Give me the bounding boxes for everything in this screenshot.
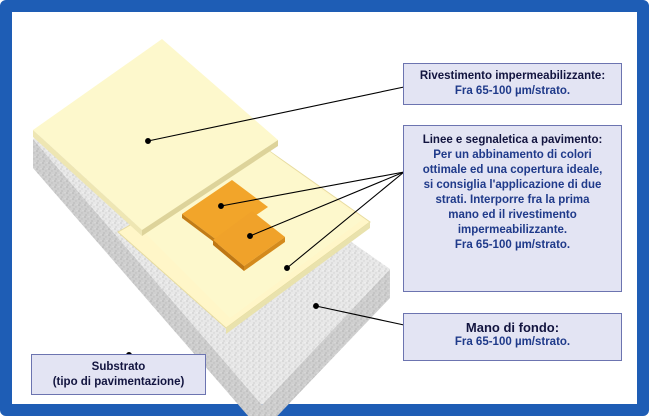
coating-layer-top-edge-right	[142, 140, 278, 236]
callout-markings-line: mano ed il rivestimento	[448, 209, 577, 221]
callout-markings-line: ottimale ed una copertura ideale,	[422, 164, 603, 176]
callout-primer-body: Fra 65-100 µm/strato.	[454, 336, 571, 348]
substrate-slab-side-left	[33, 139, 262, 416]
leader-dot-primer	[313, 303, 319, 309]
marking-tile-top-face-1	[182, 180, 268, 241]
callout-substrate-line: Substrato	[91, 361, 146, 373]
marking-tile-side-2	[213, 240, 244, 271]
marking-tile-side-1	[182, 214, 218, 245]
callout-coating: Rivestimento impermeabilizzante: Fra 65-…	[403, 63, 622, 105]
callout-markings-line: strati. Interporre fra la prima	[435, 194, 590, 206]
callout-markings-title: Linee e segnaletica a pavimento:	[422, 134, 603, 146]
coating-layer-edge	[226, 222, 370, 334]
callout-primer: Mano di fondo: Fra 65-100 µm/strato.	[403, 313, 622, 361]
callout-substrate-line: (tipo di pavimentazione)	[52, 376, 185, 388]
callout-primer-title: Mano di fondo:	[465, 320, 560, 335]
leader-line-coating	[147, 86, 405, 142]
callout-markings-line: impermeabilizzante.	[457, 224, 568, 236]
leader-line-marking-2	[249, 171, 405, 237]
leader-line-primer	[315, 305, 405, 326]
leader-dot-marking-2	[247, 233, 253, 239]
callout-markings-line: Fra 65-100 µm/strato.	[454, 239, 571, 251]
callout-coating-title: Rivestimento impermeabilizzante:	[419, 70, 606, 82]
leader-line-marking-3	[286, 171, 405, 269]
callout-coating-body: Fra 65-100 µm/strato.	[454, 85, 571, 97]
coating-layer-top-edge	[33, 130, 142, 236]
callout-substrate: Substrato (tipo di pavimentazione)	[31, 354, 206, 395]
coating-layer-top	[33, 39, 278, 230]
leader-line-marking-1	[220, 171, 405, 207]
leader-dot-coating	[145, 138, 151, 144]
callout-markings-line: Per un abbinamento di colori	[433, 149, 592, 161]
substrate-slab-side-right	[262, 269, 390, 416]
marking-tile-side-2b	[244, 237, 285, 271]
leader-dot-marking-1	[218, 203, 224, 209]
leader-dot-marking-3	[284, 265, 290, 271]
callout-markings-line: si consiglia l'applicazione di due	[423, 179, 602, 191]
callout-markings: Linee e segnaletica a pavimento: Per un …	[403, 125, 622, 292]
